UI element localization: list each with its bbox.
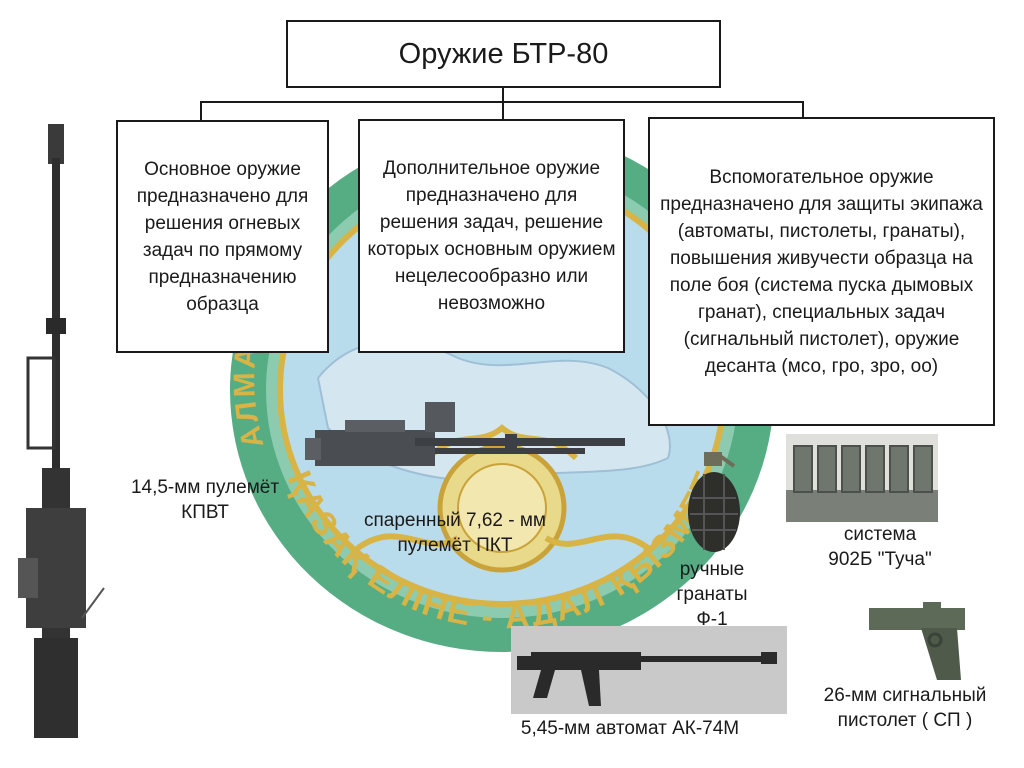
additional-weapon-text: Дополнительное оружие предназначено для … (366, 155, 617, 317)
main-weapon-text: Основное оружие предназначено для решени… (124, 156, 321, 318)
tucha-caption: система 902Б "Туча" (790, 522, 970, 572)
title-text: Оружие БТР-80 (399, 41, 609, 68)
pkt-machine-gun-image (305, 398, 635, 480)
grenade-caption-line2: гранаты (660, 582, 764, 607)
connector-middle (502, 101, 504, 120)
ak74m-image (511, 626, 787, 714)
signal-pistol-caption: 26-мм сигнальный пистолет ( СП ) (790, 683, 1020, 733)
pkt-caption: спаренный 7,62 - мм пулемёт ПКТ (340, 508, 570, 558)
kpvt-machine-gun-image (8, 118, 108, 758)
signal-pistol-caption-line2: пистолет ( СП ) (790, 708, 1020, 733)
tucha-system-image (786, 434, 938, 522)
main-weapon-box: Основное оружие предназначено для решени… (116, 120, 329, 353)
kpvt-caption-line1: 14,5-мм пулемёт (100, 475, 310, 500)
pkt-caption-line2: пулемёт ПКТ (340, 533, 570, 558)
auxiliary-weapon-box: Вспомогательное оружие предназначено для… (648, 117, 995, 426)
grenade-caption-line3: Ф-1 (660, 607, 764, 632)
kpvt-caption: 14,5-мм пулемёт КПВТ (100, 475, 310, 525)
signal-pistol-image (865, 598, 975, 682)
grenade-caption: ручные гранаты Ф-1 (660, 557, 764, 632)
connector-left (200, 101, 202, 121)
signal-pistol-caption-line1: 26-мм сигнальный (790, 683, 1020, 708)
additional-weapon-box: Дополнительное оружие предназначено для … (358, 119, 625, 353)
f1-grenade-image (682, 448, 746, 560)
diagram-title: Оружие БТР-80 (286, 20, 721, 88)
connector-right (802, 101, 804, 118)
ak74m-caption: 5,45-мм автомат АК-74М (480, 716, 780, 741)
pkt-caption-line1: спаренный 7,62 - мм (340, 508, 570, 533)
auxiliary-weapon-text: Вспомогательное оружие предназначено для… (658, 164, 985, 380)
grenade-caption-line1: ручные (660, 557, 764, 582)
tucha-caption-line2: 902Б "Туча" (790, 547, 970, 572)
kpvt-caption-line2: КПВТ (100, 500, 310, 525)
tucha-caption-line1: система (790, 522, 970, 547)
connector-trunk (502, 88, 504, 102)
